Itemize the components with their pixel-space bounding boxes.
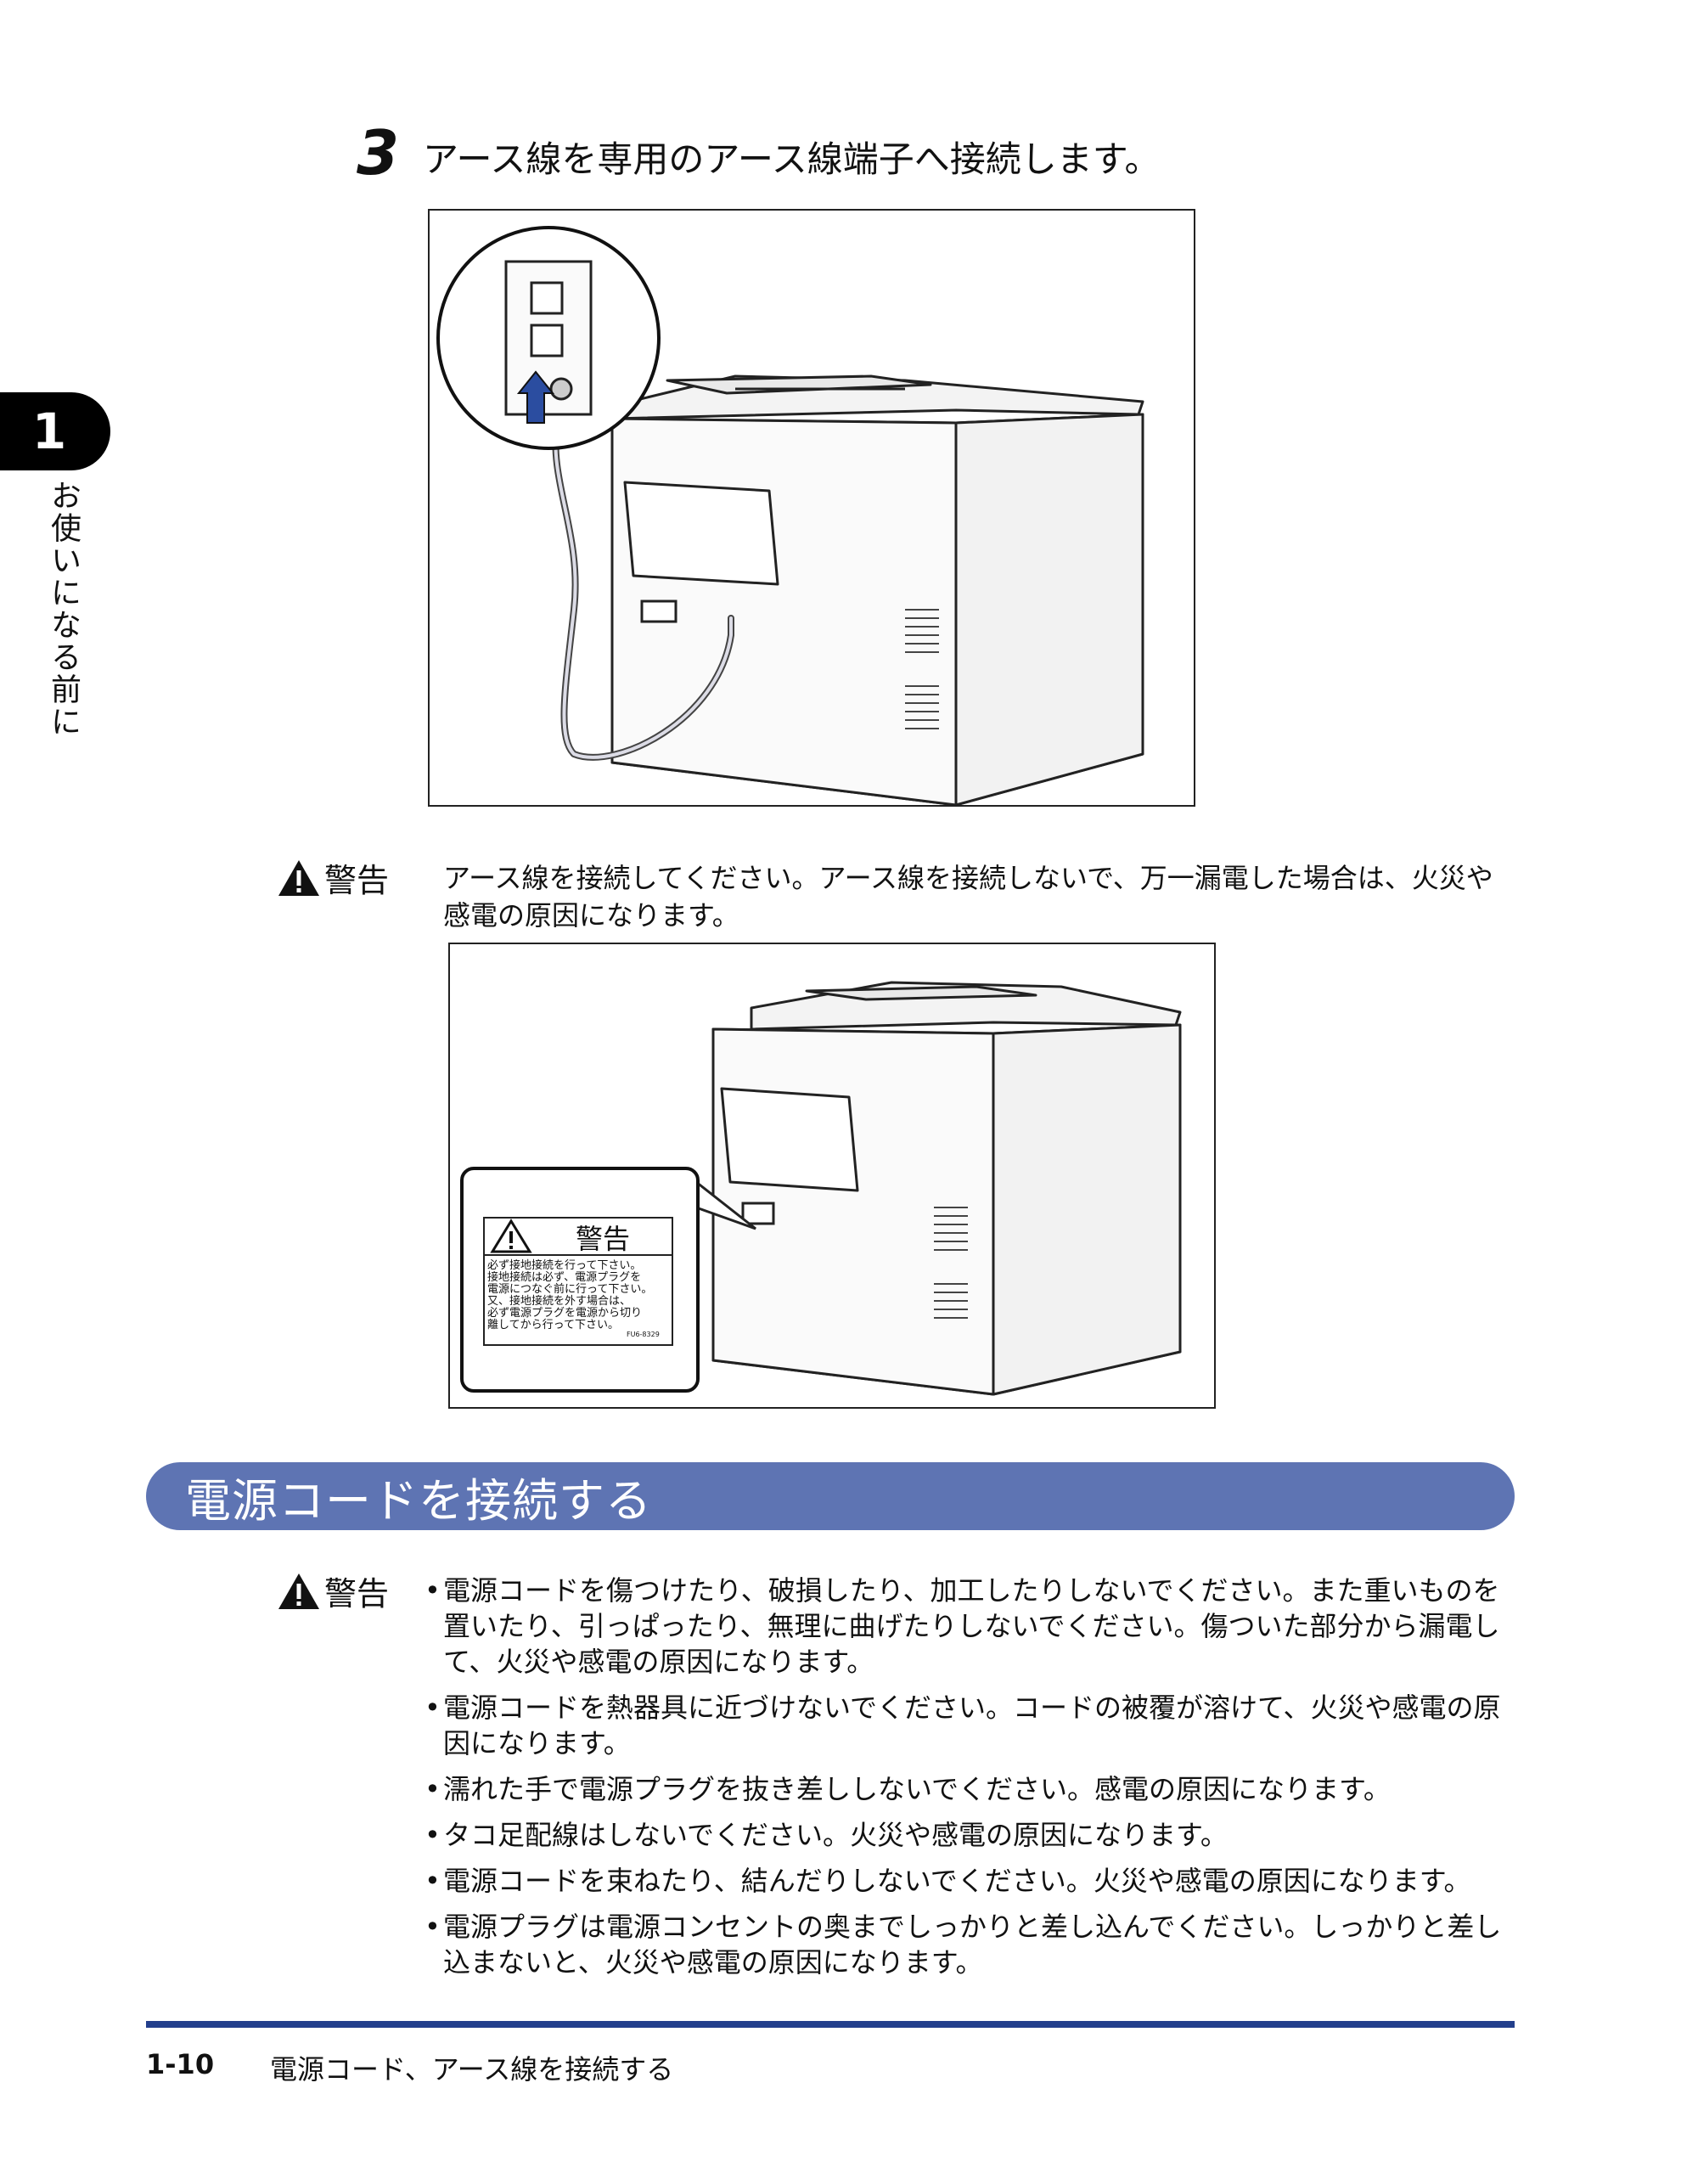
sticker-line: 接地接続は必ず、電源プラグを xyxy=(487,1270,641,1284)
step-number: 3 xyxy=(357,117,400,189)
list-item: 電源コードを傷つけたり、破損したり、加工したりしないでください。また重いものを置… xyxy=(424,1573,1520,1680)
warning-label: 警告 xyxy=(277,1568,389,1614)
warning-text: アース線を接続してください。アース線を接続しないで、万一漏電した場合は、火災や感… xyxy=(443,862,1493,932)
sticker-code: FU6-8329 xyxy=(627,1331,660,1338)
warning-triangle-icon xyxy=(278,1573,319,1609)
ground-wire-illustration xyxy=(428,209,1195,807)
chapter-tab xyxy=(0,392,110,470)
printer-sticker-drawing: 警告 必ず接地接続を行って下さい。 接地接続は必ず、電源プラグを 電源につなぐ前… xyxy=(460,981,1182,1396)
sticker-line: 必ず電源プラグを電源から切り xyxy=(487,1307,642,1320)
section-title: 電源コードを接続する xyxy=(185,1473,652,1528)
warning-label-text: 警告 xyxy=(324,1575,390,1613)
sticker-line: 又、接地接続を外す場合は、 xyxy=(487,1294,631,1308)
warning-list: 電源コードを傷つけたり、破損したり、加工したりしないでください。また重いものを置… xyxy=(424,1573,1520,1990)
list-item: 電源コードを熱器具に近づけないでください。コードの被覆が溶けて、火災や感電の原因… xyxy=(424,1690,1520,1761)
footer-divider xyxy=(146,2021,1515,2028)
printer-ground-wire-drawing xyxy=(436,226,1144,807)
footer-title: 電源コード、アース線を接続する xyxy=(270,2053,674,2085)
sticker-line: 必ず接地接続を行って下さい。 xyxy=(487,1258,641,1272)
sticker-line: 離してから行って下さい。 xyxy=(487,1319,619,1331)
chapter-title: お使いになる前に xyxy=(46,480,81,738)
chapter-number: 1 xyxy=(31,402,67,460)
warning-sticker-illustration: 警告 必ず接地接続を行って下さい。 接地接続は必ず、電源プラグを 電源につなぐ前… xyxy=(448,943,1216,1409)
list-item: 電源コードを束ねたり、結んだりしないでください。火災や感電の原因になります。 xyxy=(424,1863,1520,1899)
list-item: タコ足配線はしないでください。火災や感電の原因になります。 xyxy=(424,1817,1520,1853)
list-item: 濡れた手で電源プラグを抜き差ししないでください。感電の原因になります。 xyxy=(424,1771,1520,1807)
section-banner xyxy=(146,1462,1515,1530)
list-item: 電源プラグは電源コンセントの奥までしっかりと差し込んでください。しっかりと差し込… xyxy=(424,1909,1520,1980)
sticker-line: 電源につなぐ前に行って下さい。 xyxy=(487,1282,652,1296)
sticker-heading: 警告 xyxy=(576,1223,630,1255)
warning-label-text: 警告 xyxy=(324,862,390,899)
page-number: 1-10 xyxy=(146,2048,215,2080)
step-text: アース線を専用のアース線端子へ接続します。 xyxy=(423,138,1161,180)
warning-triangle-icon xyxy=(278,859,319,896)
svg-text:必ず接地接続を行って下さい。 接地接続は必ず、電: 必ず接地接続を行って下さい。 接地接続は必ず、電源プラグを 電源につなぐ前に行っ… xyxy=(487,1258,656,1331)
warning-label: 警告 xyxy=(277,854,389,901)
